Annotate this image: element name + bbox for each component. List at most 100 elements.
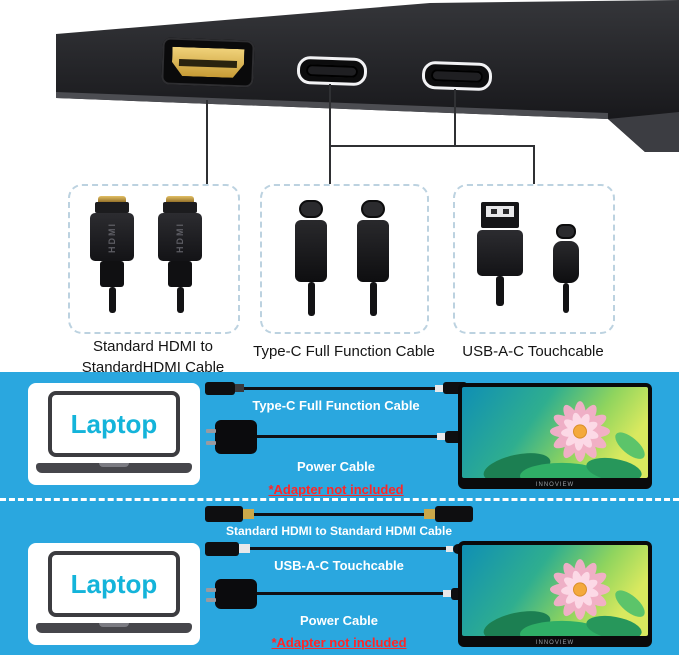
power-adapter [206,578,257,609]
hdmi-plug-right [435,506,473,522]
hdmi-group-label: Standard HDMI to StandardHDMI Cable [58,336,248,378]
hdmi-connector-label: HDMI [107,221,117,253]
adapter-prong [206,428,216,433]
cable-wire [254,512,424,516]
hdmi-connector-relief [100,261,124,287]
cable-wire [257,435,437,439]
typec-cable-group-box [260,184,429,334]
power-plug-tip [443,590,451,598]
row1-cables: Type-C Full Function Cable Power Cable *… [205,380,467,497]
row2-cables: Standard HDMI to Standard HDMI Cable USB… [205,505,473,650]
row1-cable1-label: Type-C Full Function Cable [252,398,420,413]
usbc-small-connector-tip [556,224,576,239]
laptop-screen: Laptop [48,391,180,457]
connection-row-1: Laptop Type-C Full Function Cable [0,372,679,498]
callout-line-usbc2 [454,89,456,147]
hdmi-connector-shield [95,202,129,213]
usba-connector-body [477,230,523,276]
usb-c-port-2-slot [430,69,484,83]
monitor-screen [462,545,648,636]
adapter-prong [206,440,216,445]
typec-connector-1 [294,200,328,316]
callout-line-drop-right [533,145,535,184]
hdmi-connector-label: HDMI [175,221,185,253]
flower-wallpaper [462,387,648,478]
usbc-small-connector-body [553,241,579,283]
hdmi-connector-2: HDMI [158,196,202,313]
usbc-small-connector-cable [563,283,569,313]
hdmi-connector-body: HDMI [90,213,134,261]
hdmi-plug-left [205,506,243,522]
laptop-illustration: Laptop [28,543,200,645]
typec-connector-cable [369,282,377,316]
hdmi-connector-tip [166,196,194,202]
monitor-brand: INNOVIEW [535,482,575,488]
typec-connector-body [357,220,389,282]
usbac-cable-group-box [453,184,615,334]
hdmi-group-label-line1: Standard HDMI to [92,338,214,355]
laptop-notch [99,463,129,467]
hdmi-connector-cable [108,287,116,313]
monitor-screen [462,387,648,478]
laptop-base [36,463,192,473]
laptop-label: Laptop [70,568,158,599]
laptop-notch [99,623,129,627]
portable-monitor: INNOVIEW [458,383,652,489]
usba-connector-tip [481,202,519,228]
typec-cable-graphic [205,380,467,396]
usba-pin-hole [503,209,509,214]
callout-line-horizontal [329,145,535,147]
usba-pin-hole [491,209,497,214]
row2-cable1-label: Standard HDMI to Standard HDMI Cable [225,524,452,538]
callout-line-hdmi [206,100,208,184]
cable-wire [250,547,446,551]
hdmi-port-slot [179,59,237,68]
hdmi-connector-shield [163,202,197,213]
power-cable-graphic [205,576,473,612]
usbc-small-connector [551,224,581,313]
hdmi-group-label-line2: StandardHDMI Cable [81,359,225,376]
usba-connector [477,202,523,306]
usbac-cable-graphic [205,541,473,557]
connection-rows-section: Laptop Type-C Full Function Cable [0,372,679,655]
hdmi-connector-tip [98,196,126,202]
monitor-brand: INNOVIEW [535,640,575,646]
adapter-prong [206,587,216,592]
usb-c-port-1 [296,55,368,87]
usba-connector-insert [486,206,514,217]
hdmi-plug-left-tip [243,509,254,519]
row2-adapter-note: *Adapter not included [271,634,407,650]
usbc-plug-tip [446,545,453,552]
power-plug-tip [437,433,445,441]
hdmi-connector-1: HDMI [90,196,134,313]
power-adapter [206,419,257,454]
laptop-label: Laptop [70,408,158,439]
hdmi-port [161,37,255,88]
typec-plug-left-tip [235,384,244,392]
typec-connector-body [295,220,327,282]
typec-plug-left [205,381,235,395]
row1-cable2-label: Power Cable [296,458,376,474]
hdmi-port-contact [172,47,245,78]
typec-connector-2 [356,200,390,316]
usb-c-port-2 [421,60,493,92]
cable-wire [244,386,435,390]
typec-group-label: Type-C Full Function Cable [253,343,435,360]
usbac-group-label: USB-A-C Touchcable [462,343,604,360]
usba-plug-tip [239,544,250,554]
usba-connector-cable [496,276,504,306]
typec-connector-cable [307,282,315,316]
hdmi-cable-group-box: HDMI HDMI [68,184,240,334]
laptop-base [36,623,192,633]
hdmi-connector-relief [168,261,192,287]
callout-line-usbc1 [329,84,331,184]
hdmi-plug-right-tip [424,509,435,519]
laptop-screen: Laptop [48,551,180,617]
row2-cable2-label: USB-A-C Touchcable [274,557,404,573]
hdmi-connector-cable [176,287,184,313]
connection-row-2: Laptop Standard HDMI to Standard HDMI Ca… [0,498,679,655]
usb-c-port-1-slot [305,64,359,78]
cable-wire [257,592,443,596]
row2-cable3-label: Power Cable [299,612,379,628]
